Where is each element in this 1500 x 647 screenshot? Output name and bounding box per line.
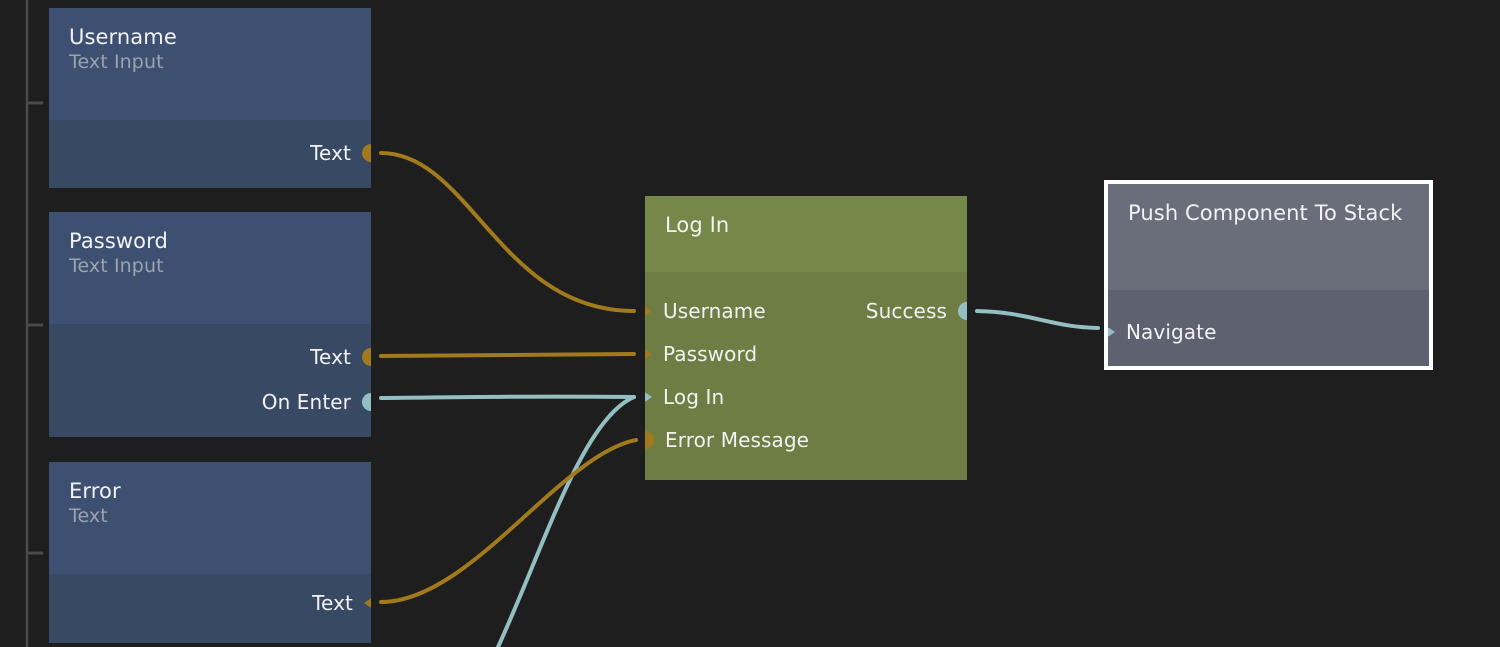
- port-label: Text: [310, 345, 351, 369]
- data-port-arrow-icon[interactable]: [645, 343, 652, 365]
- node-title-error: Error: [69, 479, 121, 503]
- event-port-arrow-icon[interactable]: [645, 386, 652, 408]
- input-port-push-component-to-stack-navigate[interactable]: Navigate: [1108, 320, 1217, 344]
- wire-login-success-to-push-navigate[interactable]: [975, 309, 1100, 330]
- input-port-login-password[interactable]: Password: [645, 342, 758, 366]
- data-port-dot-icon[interactable]: [645, 431, 654, 449]
- node-header-login[interactable]: Log In: [645, 196, 967, 272]
- input-port-login-error-message[interactable]: Error Message: [645, 428, 810, 452]
- node-header-push-component-to-stack[interactable]: Push Component To Stack: [1108, 184, 1429, 290]
- data-port-arrow-icon[interactable]: [364, 592, 371, 614]
- port-label: Text: [310, 141, 351, 165]
- port-label: Error Message: [665, 428, 810, 452]
- wire-offscreen-to-login-login[interactable]: [492, 395, 636, 647]
- port-label: Password: [663, 342, 758, 366]
- port-label: On Enter: [261, 390, 351, 414]
- event-port-dot-icon[interactable]: [362, 393, 371, 411]
- node-subtitle-error: Text: [69, 505, 108, 528]
- wire-password-onenter-to-login-login[interactable]: [379, 394, 636, 400]
- event-port-dot-icon[interactable]: [958, 302, 967, 320]
- port-label: Text: [312, 591, 353, 615]
- node-title-push-component-to-stack: Push Component To Stack: [1128, 201, 1403, 225]
- hierarchy-connector-rail: [25, 0, 43, 647]
- node-body-password: [49, 324, 371, 437]
- wire-password-text-to-login-password[interactable]: [379, 352, 636, 358]
- output-port-password-text[interactable]: Text: [310, 345, 371, 369]
- node-title-password: Password: [69, 229, 168, 253]
- wire-username-text-to-login-username[interactable]: [379, 151, 636, 313]
- node-title-login: Log In: [665, 213, 730, 237]
- data-port-dot-icon[interactable]: [362, 348, 371, 366]
- input-port-error-text[interactable]: Text: [312, 591, 371, 615]
- event-port-arrow-icon[interactable]: [1108, 321, 1115, 343]
- wire-login-errormessage-to-error-text[interactable]: [379, 438, 638, 604]
- input-port-login-username[interactable]: Username: [645, 299, 766, 323]
- input-port-login-log-in[interactable]: Log In: [645, 385, 725, 409]
- port-label: Username: [663, 299, 766, 323]
- port-label: Success: [865, 299, 947, 323]
- output-port-password-on-enter[interactable]: On Enter: [261, 390, 371, 414]
- node-title-username: Username: [69, 25, 177, 49]
- node-subtitle-password: Text Input: [69, 255, 164, 278]
- output-port-login-success[interactable]: Success: [865, 299, 967, 323]
- port-label: Log In: [663, 385, 725, 409]
- node-subtitle-username: Text Input: [69, 51, 164, 74]
- data-port-arrow-icon[interactable]: [645, 300, 652, 322]
- port-label: Navigate: [1126, 320, 1217, 344]
- data-port-dot-icon[interactable]: [362, 144, 371, 162]
- output-port-username-text[interactable]: Text: [310, 141, 371, 165]
